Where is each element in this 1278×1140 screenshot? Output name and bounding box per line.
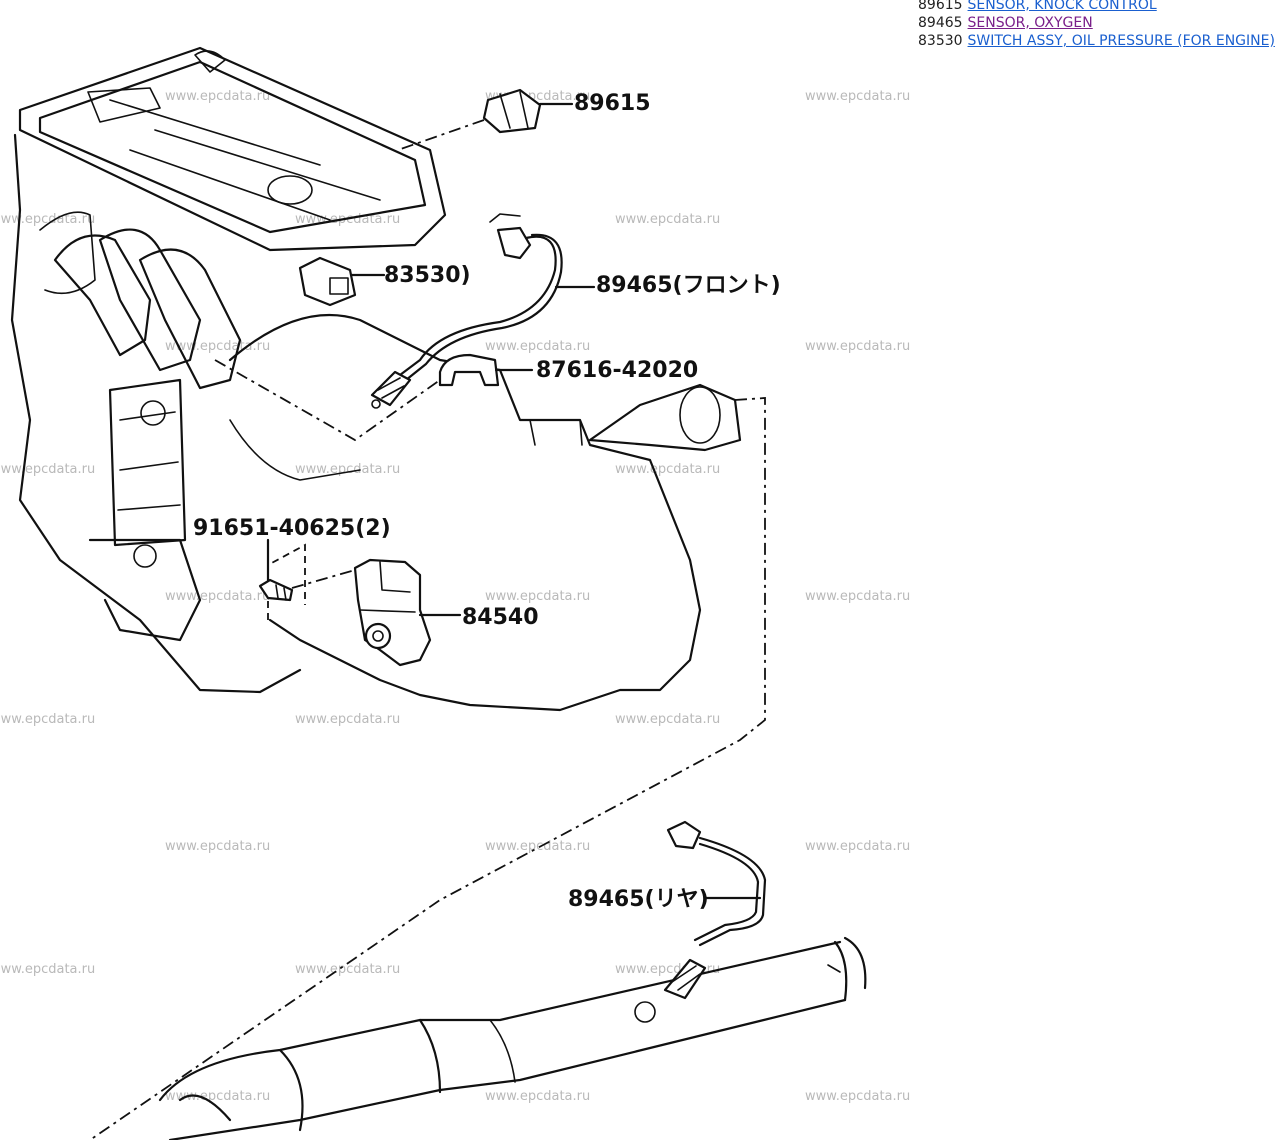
watermark-text: www.epcdata.ru (165, 89, 270, 104)
callout-89465-rear: 89465(リヤ) (568, 887, 709, 912)
legend-link-knock-control[interactable]: SENSOR, KNOCK CONTROL (967, 0, 1157, 13)
exhaust-pipe-drawing (158, 936, 867, 1140)
watermark-text: www.epcdata.ru (165, 589, 270, 604)
callout-89465-front: 89465(フロント) (596, 273, 781, 298)
watermark-text: www.epcdata.ru (805, 1089, 910, 1104)
legend-row-knock-sensor: 89615 SENSOR, KNOCK CONTROL (918, 0, 1274, 14)
callout-91651-40625: 91651-40625(2) (193, 516, 391, 541)
knock-sensor-part[interactable] (397, 88, 574, 151)
callout-87616-42020: 87616-42020 (536, 358, 698, 383)
callout-84540: 84540 (462, 605, 539, 630)
watermark-text: www.epcdata.ru (485, 1089, 590, 1104)
watermark-text: www.epcdata.ru (295, 712, 400, 727)
watermark-text: www.epcdata.ru (485, 339, 590, 354)
oil-pressure-switch-part[interactable] (298, 256, 386, 307)
rear-oxygen-sensor-part[interactable] (663, 820, 767, 1000)
watermark-text: www.epcdata.ru (615, 212, 720, 227)
watermark-text: www.epcdata.ru (485, 839, 590, 854)
watermark-text: www.epcdata.ru (805, 839, 910, 854)
callout-83530: 83530) (384, 263, 471, 288)
watermark-text: www.epcdata.ru (615, 712, 720, 727)
legend-link-oil-pressure-switch[interactable]: SWITCH ASSY, OIL PRESSURE (FOR ENGINE) (967, 33, 1275, 49)
watermark-text: www.epcdata.ru (805, 589, 910, 604)
neutral-start-switch-part[interactable] (353, 558, 462, 667)
bolt-part[interactable] (258, 538, 356, 602)
legend-link-oxygen-sensor[interactable]: SENSOR, OXYGEN (967, 15, 1093, 31)
legend-code: 89465 (918, 15, 963, 31)
front-oxygen-sensor-part[interactable] (370, 213, 596, 409)
legend-code: 89615 (918, 0, 963, 13)
watermark-layer: www.epcdata.ru www.epcdata.ru www.epcdata.… (0, 89, 910, 1104)
watermark-text: www.epcdata.ru (805, 339, 910, 354)
legend-code: 83530 (918, 33, 963, 49)
clamp-part[interactable] (438, 353, 534, 387)
watermark-text: www.epcdata.ru (0, 962, 95, 977)
watermark-text: www.epcdata.ru (485, 589, 590, 604)
watermark-text: www.epcdata.ru (615, 462, 720, 477)
callout-89615: 89615 (574, 91, 651, 116)
watermark-text: www.epcdata.ru (165, 1089, 270, 1104)
watermark-text: www.epcdata.ru (165, 839, 270, 854)
watermark-text: www.epcdata.ru (0, 712, 95, 727)
parts-diagram: www.epcdata.ru www.epcdata.ru www.epcdata.… (0, 46, 910, 1140)
watermark-text: www.epcdata.ru (295, 962, 400, 977)
watermark-text: www.epcdata.ru (805, 89, 910, 104)
engine-block-drawing (10, 46, 766, 1140)
watermark-text: www.epcdata.ru (295, 462, 400, 477)
watermark-text: www.epcdata.ru (0, 462, 95, 477)
watermark-text: www.epcdata.ru (0, 212, 95, 227)
